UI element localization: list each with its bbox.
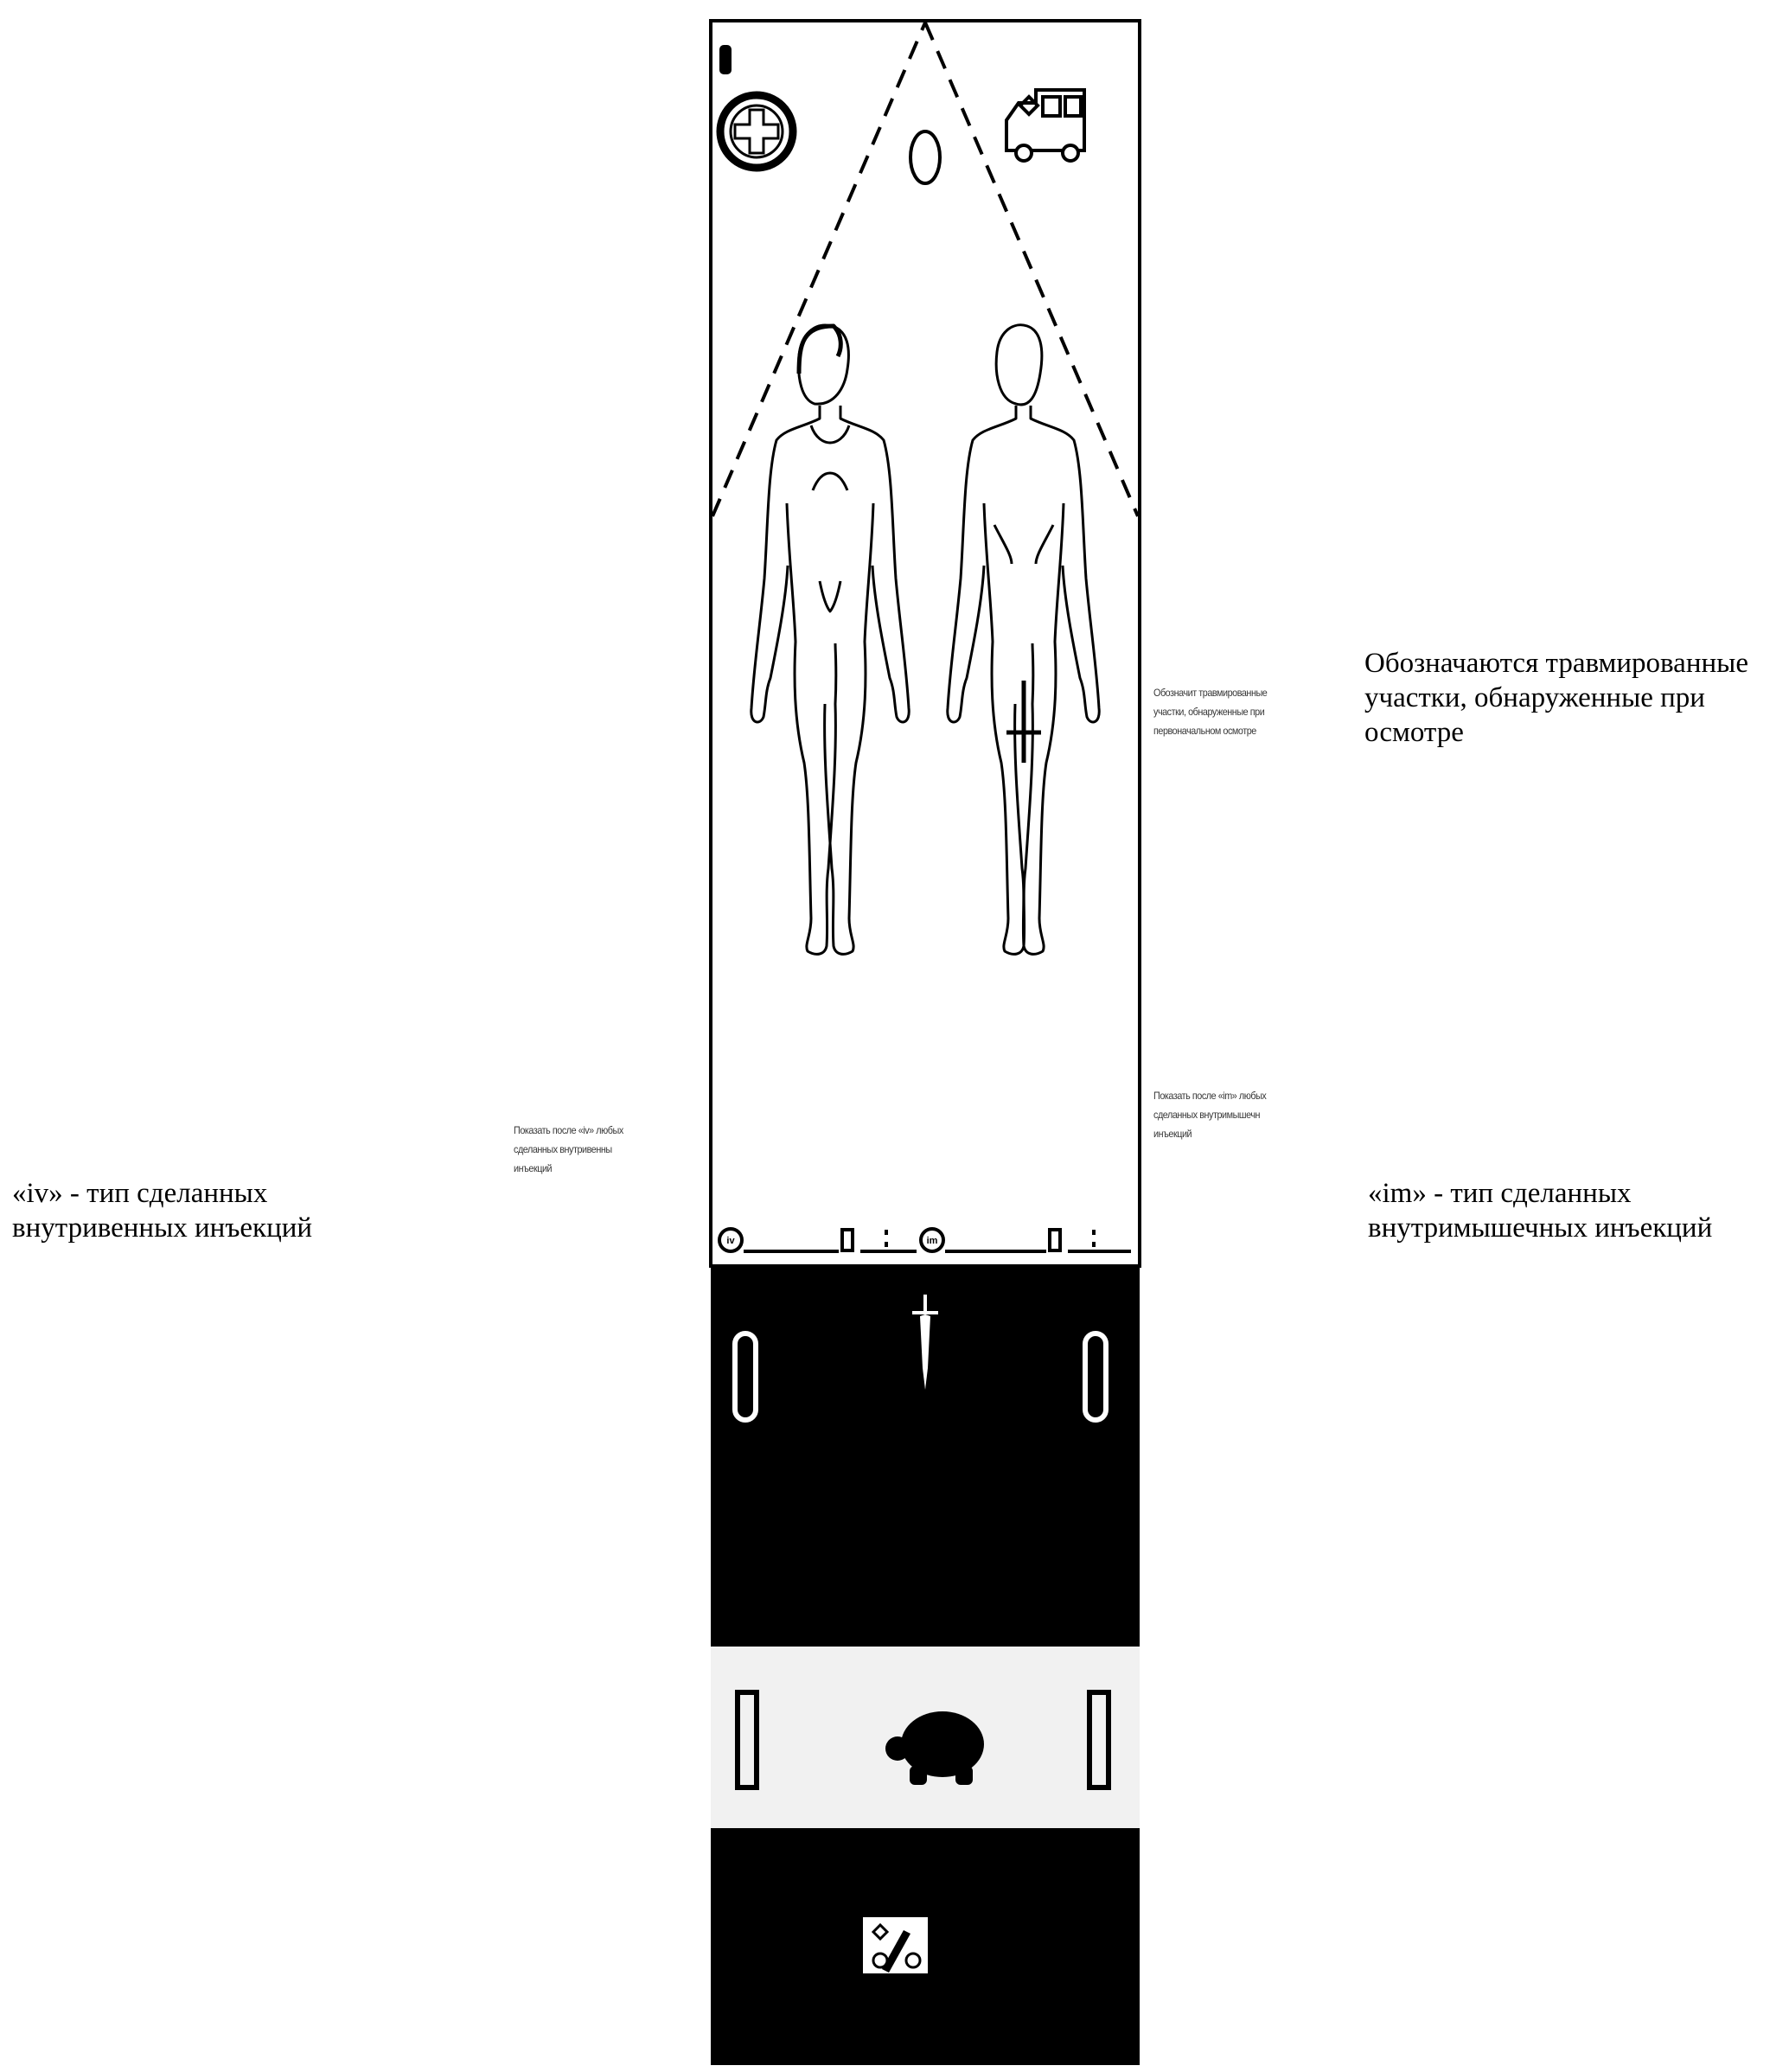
im-small-line-3: инъекций: [1153, 1128, 1192, 1140]
injuries-small-line-1: Обозначит травмированные: [1153, 687, 1268, 699]
im-badge-text: im: [927, 1236, 938, 1246]
injuries-annotation-line-1: Обозначаются травмированные: [1364, 648, 1748, 679]
center-circle-icon: [909, 130, 942, 185]
injuries-small-line-3: первоначальном осмотре: [1153, 725, 1256, 737]
black-roman-right: [1083, 1331, 1109, 1423]
iv-small-line-2: сделанных внутривенны: [514, 1143, 612, 1155]
im-annotation: «im» - тип сделанных внутримышечных инъе…: [1368, 1176, 1712, 1245]
im-annotation-line-2: внутримышечных инъекций: [1368, 1212, 1713, 1244]
grey-marker-left: [735, 1690, 759, 1790]
iv-annotation: «iv» - тип сделанных внутривенных инъекц…: [12, 1176, 312, 1245]
iv-annotation-line-1: «iv» - тип сделанных: [12, 1178, 268, 1209]
card-white-section: [709, 19, 1141, 1268]
im-small-line-1: Показать после «im» любых: [1153, 1090, 1267, 1102]
im-badge-circle: [919, 1227, 945, 1253]
human-front-icon: [750, 323, 910, 956]
injuries-small-line-2: участки, обнаруженные при: [1153, 706, 1265, 718]
iv-small-line-1: Показать после «iv» любых: [514, 1124, 623, 1136]
iv-small-label: Показать после «iv» любых сделанных внут…: [514, 1121, 623, 1178]
triage-card-graphic: iv im: [709, 19, 1141, 2065]
injuries-annotation-line-2: участки, обнаруженные при: [1364, 682, 1705, 713]
iv-small-line-3: инъекций: [514, 1162, 553, 1174]
red-cross-icon: [716, 91, 797, 172]
dashed-triangle-left: [711, 22, 927, 517]
iv-badge-text: iv: [726, 1236, 735, 1246]
im-annotation-line-1: «im» - тип сделанных: [1368, 1178, 1632, 1209]
turtle-icon: [885, 1711, 984, 1785]
dashed-triangle-right: [923, 22, 1140, 517]
injuries-annotation: Обозначаются травмированные участки, обн…: [1364, 646, 1748, 750]
black-roman-left: [732, 1331, 758, 1423]
human-back-icon: [946, 323, 1101, 956]
injuries-annotation-line-3: осмотре: [1364, 717, 1464, 748]
injuries-small-label: Обозначит травмированные участки, обнару…: [1153, 683, 1268, 740]
dagger-icon: [912, 1295, 938, 1390]
iv-badge-circle: [718, 1227, 744, 1253]
injection-row: [718, 1227, 1131, 1253]
grey-marker-right: [1087, 1690, 1111, 1790]
triage-card: iv im: [709, 19, 1141, 2067]
im-small-label: Показать после «im» любых сделанных внут…: [1153, 1086, 1267, 1143]
stretcher-icon: [863, 1917, 928, 1973]
card-tab-notch: [719, 45, 732, 74]
im-small-line-2: сделанных внутримышечн: [1153, 1109, 1261, 1121]
ambulance-icon: [1005, 88, 1086, 163]
iv-annotation-line-2: внутривенных инъекций: [12, 1212, 313, 1244]
